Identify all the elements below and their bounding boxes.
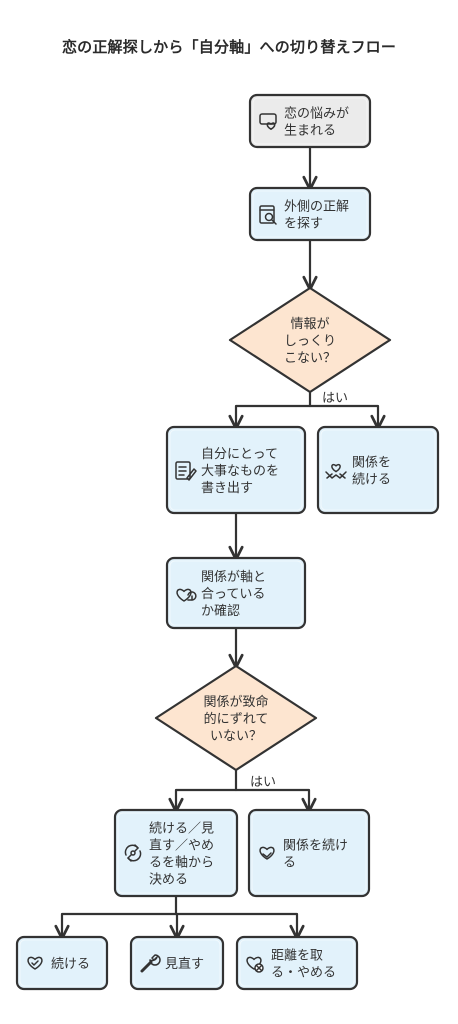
node-label-line: 続ける／見 [149,822,214,837]
node-label-line: 合っている [201,587,265,602]
node-label-line: るを軸から [149,856,214,871]
box-inner-highlight [252,190,368,238]
handshake-heart-icon [259,846,275,860]
node-label-line: 的にずれて [204,711,269,727]
node-label-line: 生まれる [284,124,336,139]
notepad-pen-icon [175,461,197,481]
node-label-line: いない？ [210,729,262,744]
edge-decide-to-distance [174,912,305,940]
node-label-line: 関係が軸と [201,570,266,585]
process-box [248,186,372,242]
edge-label: はい [322,391,348,406]
process-box [248,93,372,149]
edge-decide-to-review [169,912,185,940]
box-inner-highlight [117,812,235,894]
cycle-icon [124,844,142,862]
node-review: 見直す [129,935,225,991]
node-label-line: こない？ [284,351,336,366]
node-label-line: 恋の悩みが [284,106,349,122]
box-inner-highlight [133,939,221,987]
node-label-line: 見直す [165,957,204,972]
node-label-line: 続ける [51,957,90,972]
box-inner-highlight [252,97,368,145]
box-inner-highlight [320,429,436,511]
decision-diamond [228,286,392,394]
search-document-icon [259,205,277,225]
edge-label: はい [250,775,276,790]
process-box [316,425,440,515]
broken-heart-icon [246,956,264,973]
node-label-line: 決める [149,873,188,888]
node-keep: 続ける [15,935,109,991]
node-label-line: 自分にとって [201,447,278,462]
node-label-line: か確認 [201,603,240,619]
node-label-line: 関係を続け [283,839,348,854]
box-inner-highlight [251,812,367,894]
node-label-line: 関係を [352,456,391,471]
process-box [247,808,371,898]
node-label-line: 続ける [352,473,391,488]
edge-decision1-to-write [228,390,312,430]
heart-check-icon [27,956,43,970]
edge-decision2-to-decide [168,768,238,813]
node-label-line: 外側の正解 [284,200,349,215]
node-label-line: 直す／やめ [149,839,214,854]
edge-decide-to-keep [54,894,178,940]
node-label-line: 情報が [290,317,329,332]
process-box [165,425,307,515]
wrench-icon [140,954,161,973]
process-box [129,935,225,991]
process-box [113,808,239,898]
diagram-title: 恋の正解探しから「自分軸」への切り替えフロー [61,38,397,56]
process-box [165,556,307,630]
worry-icon [259,113,277,130]
box-inner-highlight [169,429,303,511]
node-label-line: を探す [284,217,323,232]
box-inner-highlight [19,939,105,987]
heart-refresh-icon [176,588,197,602]
box-inner-highlight [239,939,355,987]
box-inner-highlight [169,560,303,626]
process-box [15,935,109,991]
node-label-line: 書き出す [201,481,253,496]
node-label-line: る [283,856,296,871]
node-label-line: 大事なものを [201,464,279,479]
decision-diamond [154,664,318,772]
edge-decision1-to-continue1 [308,404,386,430]
node-label-line: る・やめる [271,966,336,981]
edge-decision2-to-continue2 [234,788,317,813]
node-label-line: 関係が致命 [203,694,268,710]
node-label-line: しっくり [284,334,336,349]
process-box [235,935,359,991]
node-label-line: 距離を取 [271,949,323,964]
hands-heart-icon [325,463,347,479]
